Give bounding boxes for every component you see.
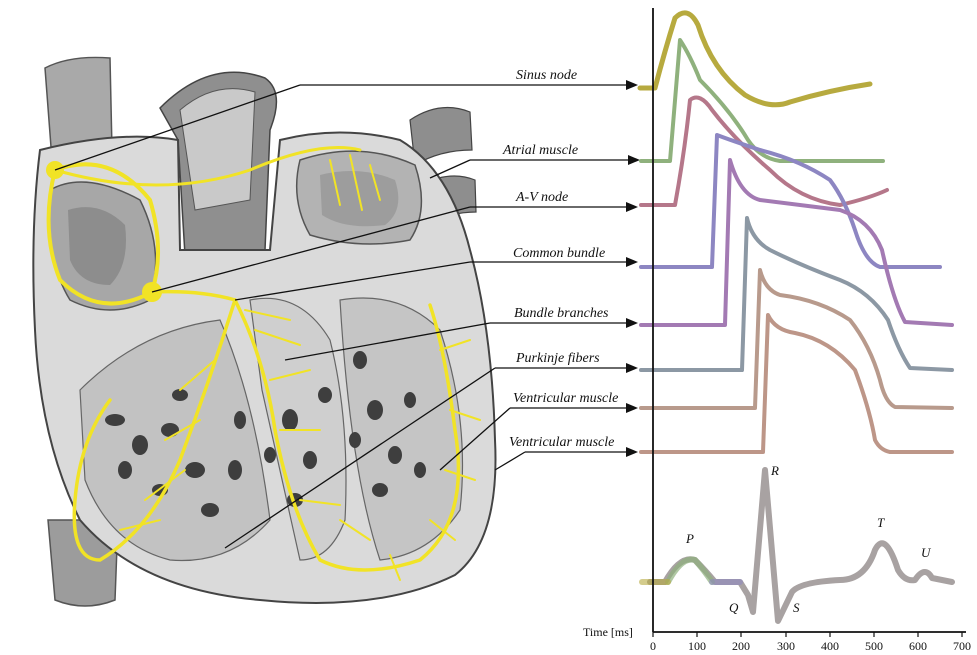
trace-bundle-branches	[641, 160, 952, 325]
label-av-node: A-V node	[515, 190, 568, 205]
ecg-label-t: T	[877, 515, 885, 530]
ecg-label-u: U	[921, 545, 932, 560]
ecg-line	[650, 470, 952, 621]
label-ventricular-muscle-2: Ventricular muscle	[509, 435, 614, 450]
tick-label-100: 100	[688, 639, 706, 653]
trace-common-bundle	[641, 135, 940, 267]
ecg-label-p: P	[685, 531, 694, 546]
label-bundle-branches: Bundle branches	[514, 306, 609, 321]
ecg-label-r: R	[770, 463, 779, 478]
pointer-arrowheads	[626, 80, 640, 457]
x-axis-title: Time [ms]	[583, 625, 633, 639]
tick-label-0: 0	[650, 639, 656, 653]
label-atrial-muscle: Atrial muscle	[502, 143, 578, 158]
trace-purkinje-fibers	[641, 218, 952, 370]
x-tick-labels: 0 100 200 300 400 500 600 700	[650, 639, 971, 653]
label-common-bundle: Common bundle	[513, 246, 605, 261]
label-ventricular-muscle-1: Ventricular muscle	[513, 391, 618, 406]
tick-label-500: 500	[865, 639, 883, 653]
ecg-p-highlight	[668, 559, 712, 582]
tick-label-200: 200	[732, 639, 750, 653]
tick-label-400: 400	[821, 639, 839, 653]
axes	[653, 8, 966, 632]
action-potential-traces	[640, 13, 952, 452]
trace-ventricular-muscle-1	[641, 270, 952, 408]
structure-labels: Sinus node Atrial muscle A-V node Common…	[502, 68, 618, 450]
ecg-label-q: Q	[729, 600, 739, 615]
trace-ventricular-muscle-2	[641, 315, 952, 452]
tick-label-700: 700	[953, 639, 971, 653]
label-sinus-node: Sinus node	[516, 68, 577, 83]
tick-label-600: 600	[909, 639, 927, 653]
ecg-wave-labels: P Q R S T U	[685, 463, 932, 615]
heart-illustration	[33, 57, 495, 606]
ecg-label-s: S	[793, 600, 800, 615]
label-purkinje-fibers: Purkinje fibers	[515, 351, 600, 366]
tick-label-300: 300	[777, 639, 795, 653]
